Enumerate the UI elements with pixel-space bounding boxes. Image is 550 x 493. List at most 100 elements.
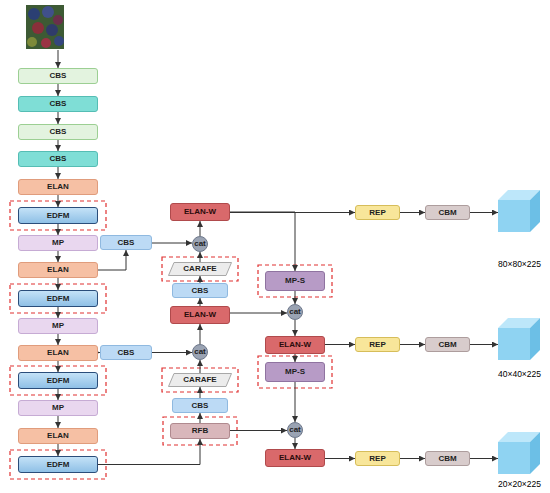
- connector-arrow: [58, 140, 59, 151]
- connector-arrow: [152, 352, 192, 353]
- node-label: CBS: [50, 100, 67, 108]
- connector-arrow: [200, 360, 201, 373]
- node-label: REP: [369, 209, 385, 217]
- node-label: CARAFE: [183, 265, 216, 273]
- node-label: MP: [52, 322, 64, 330]
- node-label: EDFM: [47, 377, 70, 385]
- concat-node: cat: [287, 304, 303, 320]
- connector-arrow: [58, 389, 59, 400]
- node-label: ELAN-W: [279, 341, 311, 349]
- node-label: EDFM: [47, 212, 70, 220]
- connector-arrow: [200, 252, 201, 262]
- elan-block: ELAN: [18, 179, 98, 195]
- connector-arrow: [400, 458, 425, 459]
- conv-block: CBS: [100, 235, 152, 250]
- node-label: REP: [369, 341, 385, 349]
- connector-arrow: [400, 212, 425, 213]
- node-label: CBS: [192, 287, 209, 295]
- cbm-block: CBM: [425, 205, 470, 220]
- connector-arrow: [200, 387, 201, 398]
- elan-block: ELAN: [18, 262, 98, 278]
- cube-icon: [498, 432, 540, 474]
- node-label: MP-S: [285, 277, 305, 285]
- node-label: CBM: [438, 455, 456, 463]
- node-label: MP: [52, 404, 64, 412]
- concat-circle-shape: [288, 305, 303, 320]
- connector-arrow: [200, 276, 201, 283]
- elan-w-block: ELAN-W: [265, 336, 325, 354]
- connector-arrow: [400, 344, 425, 345]
- node-label: CBS: [50, 155, 67, 163]
- node-label: RFB: [192, 427, 208, 435]
- connector-arrow: [470, 344, 498, 345]
- output-tensor: 20×20×225: [498, 432, 548, 488]
- node-label: CARAFE: [183, 376, 216, 384]
- mp-s-block: MP-S: [265, 362, 325, 382]
- connector-arrow: [58, 84, 59, 96]
- concat-circle-shape: [193, 237, 208, 252]
- cbm-block: CBM: [425, 337, 470, 352]
- cube-face: [498, 200, 530, 232]
- node-label: CBS: [192, 402, 209, 410]
- connector-arrow: [58, 334, 59, 345]
- connector-arrow: [230, 212, 295, 271]
- conv-block: CBS: [172, 398, 228, 413]
- connector-arrow: [200, 221, 201, 236]
- mp-s-block: MP-S: [265, 271, 325, 291]
- input-image: [26, 5, 64, 49]
- carafe-block: CARAFE: [168, 262, 232, 276]
- cbm-block: CBM: [425, 451, 470, 466]
- node-label: 80×80×225: [498, 260, 541, 269]
- node-label: cat: [289, 426, 301, 434]
- node-label: CBS: [118, 239, 135, 247]
- concat-node: cat: [192, 344, 208, 360]
- node-label: CBS: [118, 349, 135, 357]
- connector-arrow: [470, 458, 498, 459]
- node-label: CBS: [50, 128, 67, 136]
- node-label: cat: [289, 308, 301, 316]
- rfb-block: RFB: [170, 423, 230, 439]
- connector-arrow: [58, 251, 59, 262]
- connector-arrow: [325, 344, 355, 345]
- edfm-block: EDFM: [18, 290, 98, 307]
- cube-face: [530, 190, 540, 232]
- node-label: ELAN: [47, 266, 69, 274]
- concat-circle-shape: [288, 423, 303, 438]
- berry: [41, 38, 51, 48]
- connector-arrow: [230, 430, 287, 431]
- connector-arrow: [98, 439, 200, 465]
- node-label: 40×40×225: [498, 370, 541, 379]
- parallelogram-shape: [169, 263, 232, 276]
- connector-arrow: [200, 324, 201, 344]
- image-background: [26, 5, 64, 49]
- connector-arrow: [58, 224, 59, 235]
- connector-arrow: [98, 250, 126, 270]
- node-label: CBS: [50, 72, 67, 80]
- node-label: ELAN: [47, 432, 69, 440]
- connector-arrow: [295, 291, 296, 304]
- node-label: EDFM: [47, 461, 70, 469]
- node-label: cat: [194, 348, 206, 356]
- conv-block: CBS: [18, 124, 98, 140]
- parallelogram-shape: [169, 374, 232, 387]
- berry: [46, 24, 58, 36]
- conv-block: CBS: [18, 151, 98, 167]
- carafe-block: CARAFE: [168, 373, 232, 387]
- connector-arrow: [58, 416, 59, 428]
- node-label: 20×20×225: [498, 480, 541, 489]
- concat-node: cat: [192, 236, 208, 252]
- connector-arrow: [200, 298, 201, 306]
- conv-block: CBS: [100, 345, 152, 360]
- cube-face: [498, 328, 530, 360]
- connector-arrow: [470, 212, 498, 213]
- rep-block: REP: [355, 451, 400, 466]
- cube-icon: [498, 190, 540, 232]
- node-label: ELAN-W: [184, 208, 216, 216]
- cube-face: [530, 432, 540, 474]
- rep-block: REP: [355, 205, 400, 220]
- maxpool-block: MP: [18, 235, 98, 251]
- node-label: CBM: [438, 341, 456, 349]
- edfm-block: EDFM: [18, 372, 98, 389]
- cube-face: [498, 442, 530, 474]
- elan-block: ELAN: [18, 428, 98, 444]
